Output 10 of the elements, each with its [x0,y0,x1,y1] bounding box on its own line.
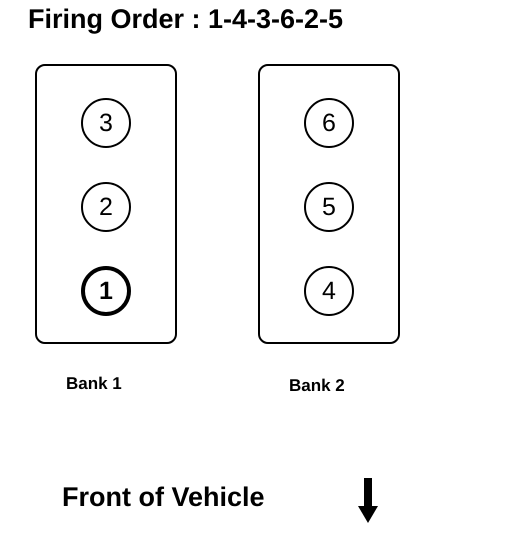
direction-note: Front of Vehicle [62,482,265,513]
cylinder-number: 1 [81,266,131,316]
cylinder-number: 2 [81,182,131,232]
cylinder-number: 5 [304,182,354,232]
cylinder-number: 4 [304,266,354,316]
cylinder-number: 6 [304,98,354,148]
cylinder-number: 3 [81,98,131,148]
diagram-title: Firing Order : 1-4-3-6-2-5 [28,4,344,35]
bank-label: Bank 1 [66,374,122,394]
bank-label: Bank 2 [289,376,345,396]
